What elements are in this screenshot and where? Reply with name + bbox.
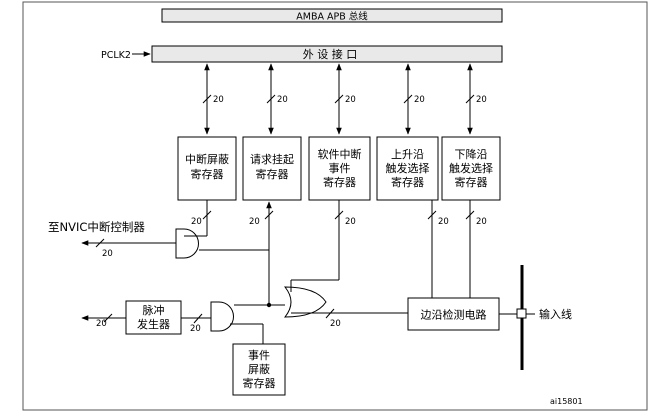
interrupt-and-gate: [175, 228, 199, 259]
pclk2-label: PCLK2: [101, 50, 131, 61]
tick-falling: [465, 210, 475, 220]
bus-width-label: 20: [414, 95, 425, 105]
edge-detect-label: 边沿检测电路: [421, 308, 487, 322]
bus-width-label: 20: [476, 217, 487, 227]
software-interrupt-event-line2: 事件: [329, 162, 351, 175]
figure-frame: [22, 1, 648, 411]
bus-width-ticks-top: [202, 94, 475, 104]
rising-trigger-select-line1: 上升沿: [391, 148, 424, 161]
bus-width-label: 20: [249, 217, 260, 227]
software-interrupt-event-line3: 寄存器: [323, 175, 356, 189]
falling-trigger-select-register: [441, 136, 501, 201]
rising-trigger-select-line3: 寄存器: [391, 175, 424, 189]
figure-id: ai15801: [550, 397, 583, 406]
bus-width-label: 20: [190, 324, 201, 334]
pulse-generator-line1: 脉冲: [143, 303, 165, 317]
bus-width-label: 20: [330, 319, 341, 329]
bus-width-label: 20: [96, 319, 107, 329]
amba-apb-bus: [161, 8, 503, 23]
input-pad: [516, 308, 527, 319]
peripheral-interface-bus: [151, 45, 503, 63]
falling-trigger-select-line2: 触发选择: [449, 161, 493, 175]
tick-event-and: [193, 313, 203, 324]
pulse-generator-line2: 发生器: [137, 317, 170, 331]
junction-dot: [266, 302, 272, 308]
interrupt-mask-register-line1: 中断屏蔽: [185, 152, 229, 166]
input-line-label: 输入线: [539, 307, 572, 321]
tick-edge-out: [325, 308, 335, 319]
to-nvic-label: 至NVIC中断控制器: [48, 220, 145, 234]
event-and-gate: [210, 301, 234, 332]
amba-apb-bus-label: AMBA APB 总线: [296, 11, 368, 23]
edge-detect-circuit: [407, 297, 500, 331]
peripheral-interface-label: 外 设 接 口: [303, 48, 358, 61]
pending-request-register-line2: 寄存器: [256, 167, 289, 181]
event-mask-register-line2: 屏蔽: [248, 363, 270, 376]
tick-software: [334, 210, 344, 220]
pending-request-register-line1: 请求挂起: [250, 152, 294, 166]
bus-width-label: 20: [438, 217, 449, 227]
bus-width-label: 20: [213, 95, 224, 105]
event-mask-register: [232, 343, 286, 396]
falling-trigger-select-line3: 寄存器: [455, 175, 488, 189]
interrupt-mask-register: [177, 136, 237, 201]
bus-width-label: 20: [191, 217, 202, 227]
event-mask-register-line1: 事件: [248, 349, 270, 362]
bus-width-label: 20: [345, 217, 356, 227]
event-mask-register-line3: 寄存器: [243, 376, 276, 390]
software-interrupt-event-line1: 软件中断: [318, 147, 362, 161]
interrupt-mask-register-line2: 寄存器: [191, 167, 224, 181]
falling-trigger-select-line1: 下降沿: [455, 147, 488, 161]
pending-request-register: [242, 136, 302, 201]
bus-width-label: 20: [277, 95, 288, 105]
bus-width-label: 20: [102, 249, 113, 259]
tick-nvic: [95, 238, 105, 248]
tick-pending: [264, 210, 274, 220]
rising-trigger-select-line2: 触发选择: [386, 161, 430, 175]
tick-rising: [427, 210, 437, 220]
bus-width-label: 20: [345, 95, 356, 105]
pulse-generator: [125, 300, 182, 335]
tick-pulse-out: [103, 313, 113, 323]
bus-width-label: 20: [476, 95, 487, 105]
rising-trigger-select-register: [376, 136, 439, 201]
tick-mask: [202, 210, 212, 220]
software-interrupt-event-register: [308, 136, 371, 201]
